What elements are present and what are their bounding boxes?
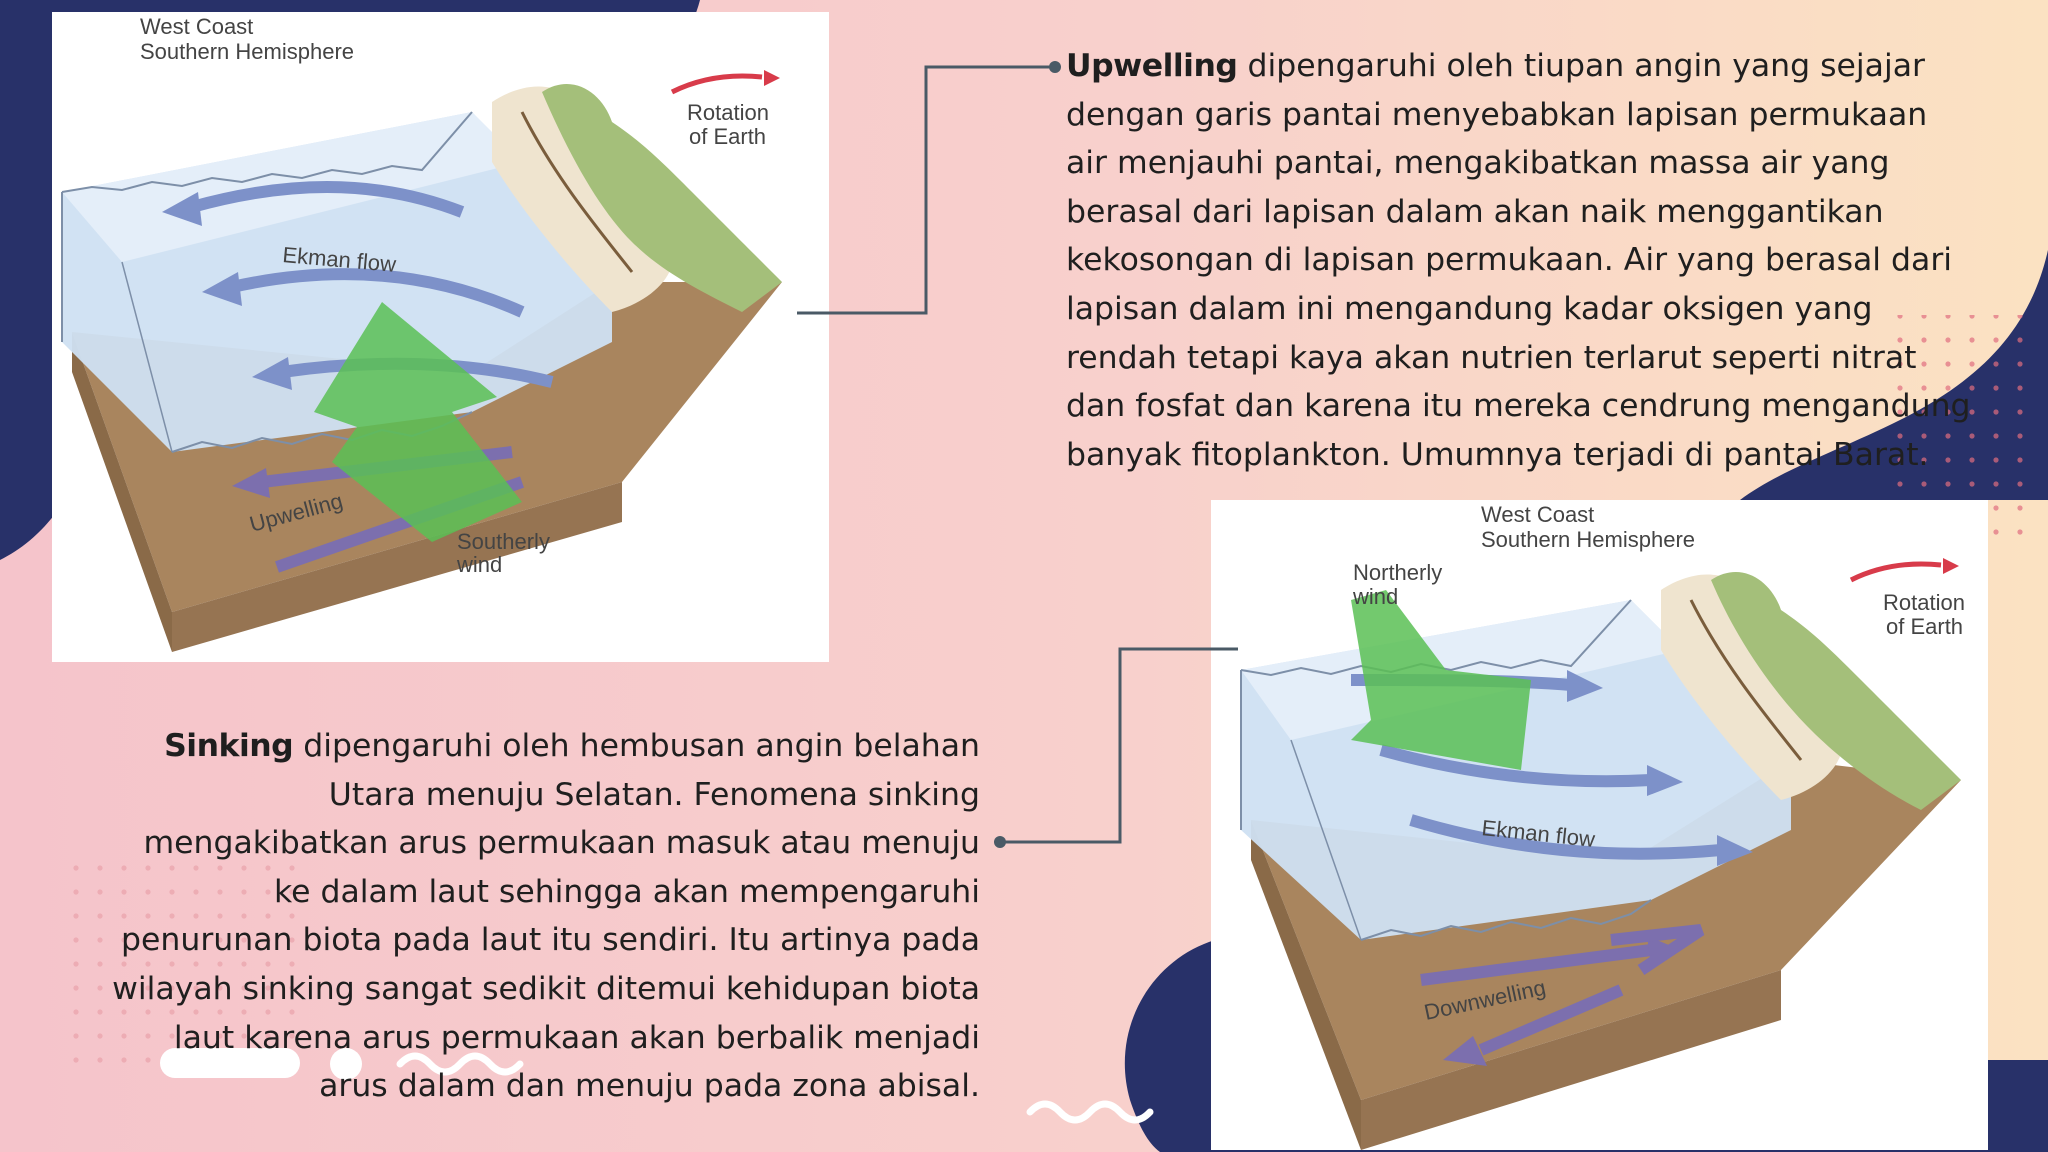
region-label-2: Southern Hemisphere (1481, 527, 1695, 552)
upwelling-line-6: lapisan dalam ini mengandung kadar oksig… (1066, 290, 1873, 327)
upwelling-line-8: dan fosfat dan karena itu mereka cendrun… (1066, 388, 1971, 425)
sinking-line-5: penurunan biota pada laut itu sendiri. I… (121, 922, 980, 959)
wind-label-2: wind (1352, 584, 1398, 609)
sinking-line-8: arus dalam dan menuju pada zona abisal. (319, 1068, 980, 1105)
sinking-line-7: laut karena arus permukaan akan berbalik… (173, 1019, 980, 1056)
white-dot (330, 1048, 362, 1080)
upwelling-line-4: berasal dari lapisan dalam akan naik men… (1066, 193, 1884, 230)
wind-label: Southerly (457, 529, 550, 554)
squiggle-bottom (1026, 1100, 1154, 1124)
upwelling-lead: Upwelling (1066, 48, 1238, 84)
sinking-line-3: mengakibatkan arus permukaan masuk atau … (143, 825, 980, 862)
upwelling-diagram: West Coast Southern Hemisphere Rotation … (52, 12, 829, 662)
downwelling-diagram: West Coast Southern Hemisphere Rotation … (1211, 500, 1988, 1150)
sinking-description: Sinking dipengaruhi oleh hembusan angin … (80, 722, 980, 1111)
rotation-label-2: of Earth (1886, 614, 1963, 639)
wind-label: Northerly (1353, 560, 1442, 585)
upwelling-line-1-text: dipengaruhi oleh tiupan angin yang sejaj… (1237, 48, 1925, 84)
squiggle-left (396, 1052, 524, 1076)
region-label: West Coast (1481, 502, 1594, 527)
sinking-lead: Sinking (164, 728, 294, 764)
upwelling-line-2: dengan garis pantai menyebabkan lapisan … (1066, 96, 1928, 133)
region-label-2: Southern Hemisphere (140, 39, 354, 64)
sinking-line-4: ke dalam laut sehingga akan mempengaruhi (273, 873, 980, 910)
dot-pattern-left (55, 850, 295, 1080)
sinking-line-2: Utara menuju Selatan. Fenomena sinking (328, 776, 980, 813)
sinking-line-1: Sinking dipengaruhi oleh hembusan angin … (80, 722, 980, 771)
sinking-line-1-text: dipengaruhi oleh hembusan angin belahan (293, 728, 980, 764)
upwelling-line-9: banyak fitoplankton. Umumnya terjadi di … (1066, 436, 1929, 473)
upwelling-line-3: air menjauhi pantai, mengakibatkan massa… (1066, 145, 1890, 182)
upwelling-line-1: Upwelling dipengaruhi oleh tiupan angin … (1066, 42, 2016, 91)
sinking-line-6: wilayah sinking sangat sedikit ditemui k… (112, 970, 980, 1007)
rotation-label: Rotation (687, 100, 769, 125)
upwelling-line-7: rendah tetapi kaya akan nutrien terlarut… (1066, 339, 1917, 376)
region-label: West Coast (140, 14, 253, 39)
wind-label-2: wind (456, 552, 502, 577)
upwelling-description: Upwelling dipengaruhi oleh tiupan angin … (1066, 42, 2016, 479)
rotation-label: Rotation (1883, 590, 1965, 615)
rotation-label-2: of Earth (689, 124, 766, 149)
white-pill (160, 1048, 300, 1078)
upwelling-line-5: kekosongan di lapisan permukaan. Air yan… (1066, 242, 1953, 279)
